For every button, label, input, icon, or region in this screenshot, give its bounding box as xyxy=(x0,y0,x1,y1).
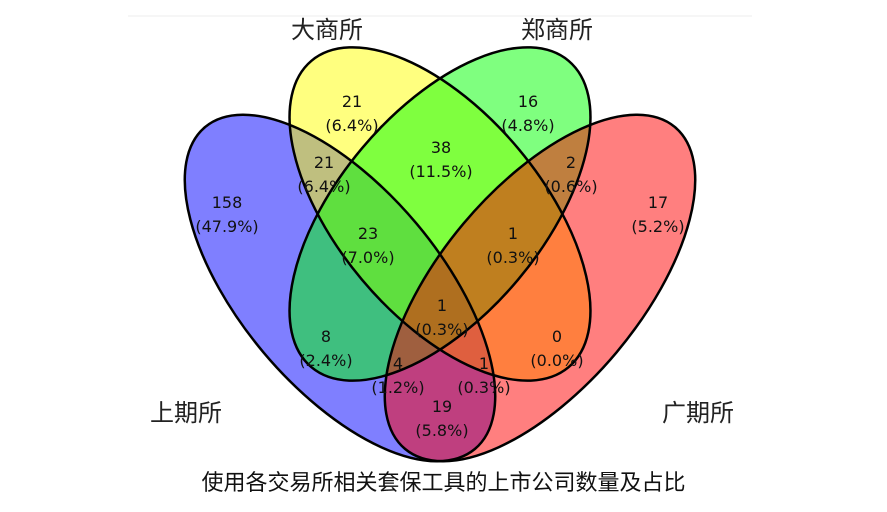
region-count: 1 xyxy=(437,296,447,315)
region-percent: (4.8%) xyxy=(501,116,554,135)
region-count: 8 xyxy=(321,327,331,346)
region-percent: (2.4%) xyxy=(299,351,352,370)
region-count: 23 xyxy=(358,224,378,243)
region-count: 21 xyxy=(342,92,362,111)
region-label: 4 (1.2%) xyxy=(371,354,424,397)
set-3-outline xyxy=(288,46,592,382)
region-label: 21 (6.4%) xyxy=(325,92,378,135)
set-3-label: 郑商所 xyxy=(521,16,593,44)
region-percent: (0.3%) xyxy=(486,248,539,267)
set-outlines xyxy=(183,46,697,463)
set-4-label: 广期所 xyxy=(662,399,734,427)
region-label: 0 (0.0%) xyxy=(530,327,583,370)
region-label: 21 (6.4%) xyxy=(297,153,350,196)
region-count: 21 xyxy=(314,153,334,172)
region-label: 1 (0.3%) xyxy=(457,354,510,397)
region-percent: (0.3%) xyxy=(457,378,510,397)
set-3-ellipse xyxy=(289,47,591,381)
region-percent: (5.8%) xyxy=(415,421,468,440)
region-count: 0 xyxy=(552,327,562,346)
region-label: 8 (2.4%) xyxy=(299,327,352,370)
region-count: 38 xyxy=(431,138,451,157)
region-count: 1 xyxy=(479,354,489,373)
region-count: 19 xyxy=(432,397,452,416)
region-count: 16 xyxy=(518,92,538,111)
region-label: 1 (0.3%) xyxy=(415,296,468,339)
region-percent: (0.0%) xyxy=(530,351,583,370)
region-count: 4 xyxy=(393,354,403,373)
region-labels: 158(47.9%)21(6.4%)16(4.8%)17(5.2%)21(6.4… xyxy=(195,92,684,440)
region-percent: (7.0%) xyxy=(341,248,394,267)
set-1-outline xyxy=(183,113,497,463)
region-count: 2 xyxy=(566,153,576,172)
region-percent: (47.9%) xyxy=(195,217,258,236)
region-count: 1 xyxy=(508,224,518,243)
set-1-label: 上期所 xyxy=(150,399,222,427)
set-2-label: 大商所 xyxy=(291,16,363,44)
set-ellipses xyxy=(184,47,696,462)
region-percent: (1.2%) xyxy=(371,378,424,397)
region-label: 1 (0.3%) xyxy=(486,224,539,267)
region-count: 17 xyxy=(648,193,668,212)
set-4-ellipse xyxy=(384,114,696,462)
region-percent: (6.4%) xyxy=(325,116,378,135)
region-percent: (11.5%) xyxy=(409,162,472,181)
region-percent: (5.2%) xyxy=(631,217,684,236)
chart-title: 使用各交易所相关套保工具的上市公司数量及占比 xyxy=(201,471,686,496)
region-label: 38 (11.5%) xyxy=(409,138,472,181)
region-count: 158 xyxy=(212,193,243,212)
region-label: 158 (47.9%) xyxy=(195,193,258,236)
region-percent: (6.4%) xyxy=(297,177,350,196)
region-label: 23 (7.0%) xyxy=(341,224,394,267)
region-label: 16 (4.8%) xyxy=(501,92,554,135)
region-label: 17 (5.2%) xyxy=(631,193,684,236)
region-label: 2 (0.6%) xyxy=(544,153,597,196)
set-2-outline xyxy=(288,46,592,382)
region-percent: (0.6%) xyxy=(544,177,597,196)
set-4-outline xyxy=(383,113,697,463)
region-label: 19 (5.8%) xyxy=(415,397,468,440)
region-percent: (0.3%) xyxy=(415,320,468,339)
